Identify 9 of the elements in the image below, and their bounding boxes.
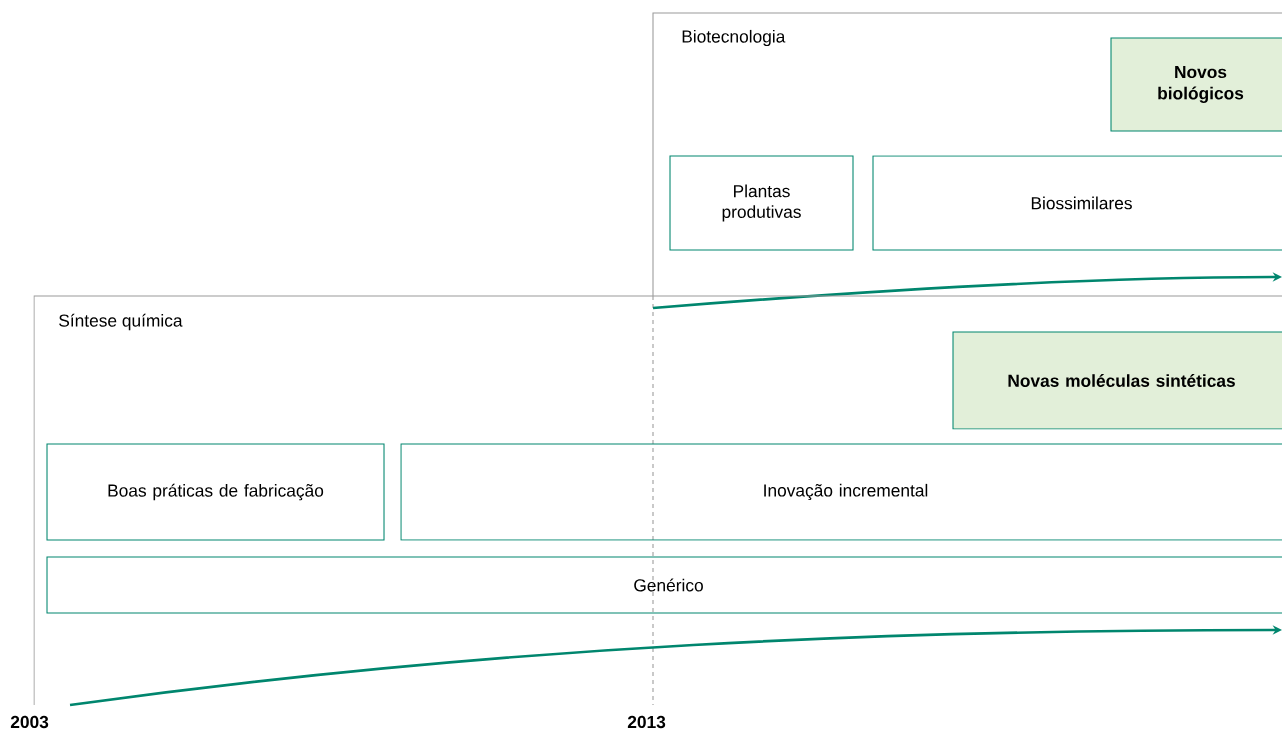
stage-box: Genérico xyxy=(46,556,1282,614)
highlight-box: Novas moléculas sintéticas xyxy=(952,331,1282,430)
year-label: 2003 xyxy=(10,715,49,729)
stage-box: Inovação incremental xyxy=(400,443,1282,541)
stage-box: Boas práticas de fabricação xyxy=(46,443,385,541)
highlight-box: Novos biológicos xyxy=(1110,37,1282,132)
stage-box: Biossimilares xyxy=(872,155,1282,251)
year-label: 2013 xyxy=(627,715,666,729)
stage-box: Plantas produtivas xyxy=(669,155,854,251)
